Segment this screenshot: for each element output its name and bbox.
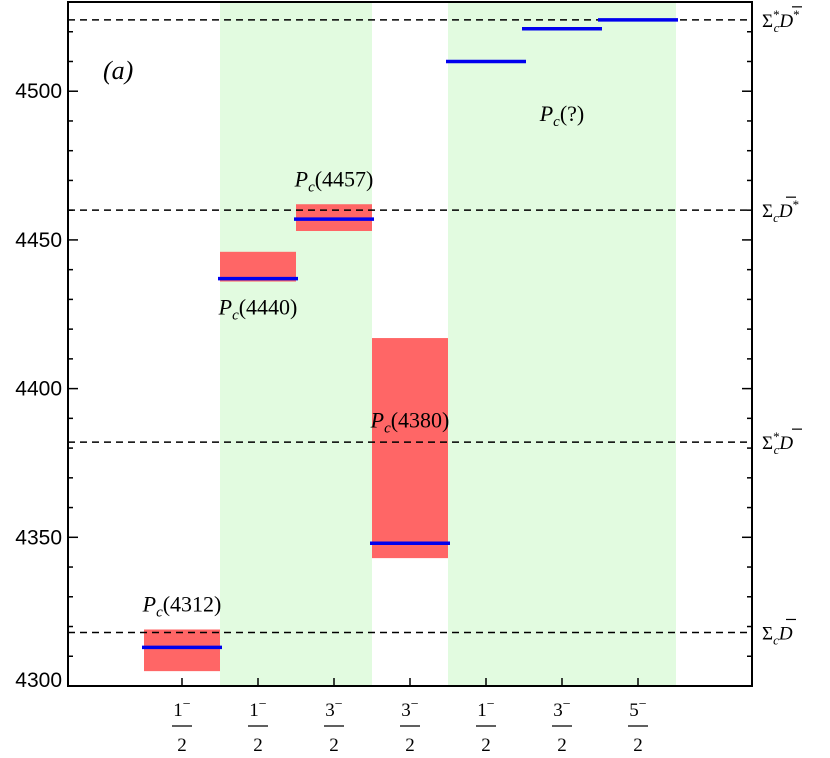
x-label-numerator-3: 3− xyxy=(401,697,419,721)
x-label-numerator-4: 1− xyxy=(477,697,495,721)
x-label-numerator-1: 1− xyxy=(249,697,267,721)
threshold-label-1: Σ*cD xyxy=(762,429,793,457)
experimental-band-1 xyxy=(220,251,296,282)
shaded-region-1 xyxy=(448,2,676,686)
x-label-denominator-4: 2 xyxy=(481,735,491,756)
x-label-denominator-1: 2 xyxy=(253,735,263,756)
y-axis: 4300 4350 4400 4450 4500 xyxy=(15,1,752,692)
y-tick-label-4500: 4500 xyxy=(15,80,62,103)
threshold-label-2: ΣcD* xyxy=(762,197,799,225)
x-label-numerator-5: 3− xyxy=(553,697,571,721)
shaded-region-0 xyxy=(220,2,372,686)
annotation-2: Pc(4457) xyxy=(294,166,374,195)
annotation-1: Pc(4440) xyxy=(218,294,298,323)
x-label-numerator-6: 5− xyxy=(629,697,647,721)
threshold-label-3: Σ*cD* xyxy=(762,7,800,35)
x-label-denominator-6: 2 xyxy=(633,735,643,756)
y-tick-label-4450: 4450 xyxy=(15,229,62,252)
state-annotations: Pc(4312) Pc(4440) Pc(4457) Pc(4380) Pc(?) xyxy=(142,101,585,621)
x-label-denominator-0: 2 xyxy=(177,735,187,756)
threshold-label-0: ΣcD xyxy=(762,623,793,647)
x-label-numerator-0: 1− xyxy=(173,697,191,721)
x-label-numerator-2: 3− xyxy=(325,697,343,721)
x-axis: 1− 2 1− 2 3− 2 3− 2 1− 2 3− 2 5− 2 xyxy=(172,678,648,756)
x-label-denominator-5: 2 xyxy=(557,735,567,756)
y-tick-label-4300: 4300 xyxy=(15,669,62,692)
x-label-denominator-2: 2 xyxy=(329,735,339,756)
annotation-4: Pc(?) xyxy=(539,101,585,130)
annotation-0: Pc(4312) xyxy=(142,592,222,621)
y-tick-label-4350: 4350 xyxy=(15,526,62,549)
x-label-denominator-3: 2 xyxy=(405,735,415,756)
annotation-3: Pc(4380) xyxy=(370,407,450,436)
threshold-labels: ΣcD Σ*cD ΣcD* Σ*cD* xyxy=(762,6,802,647)
y-tick-label-4400: 4400 xyxy=(15,378,62,401)
shaded-regions xyxy=(220,2,676,686)
experimental-band-3 xyxy=(372,338,448,559)
panel-label: (a) xyxy=(103,56,133,85)
experimental-band-0 xyxy=(144,629,220,672)
predicted-levels xyxy=(142,18,678,650)
